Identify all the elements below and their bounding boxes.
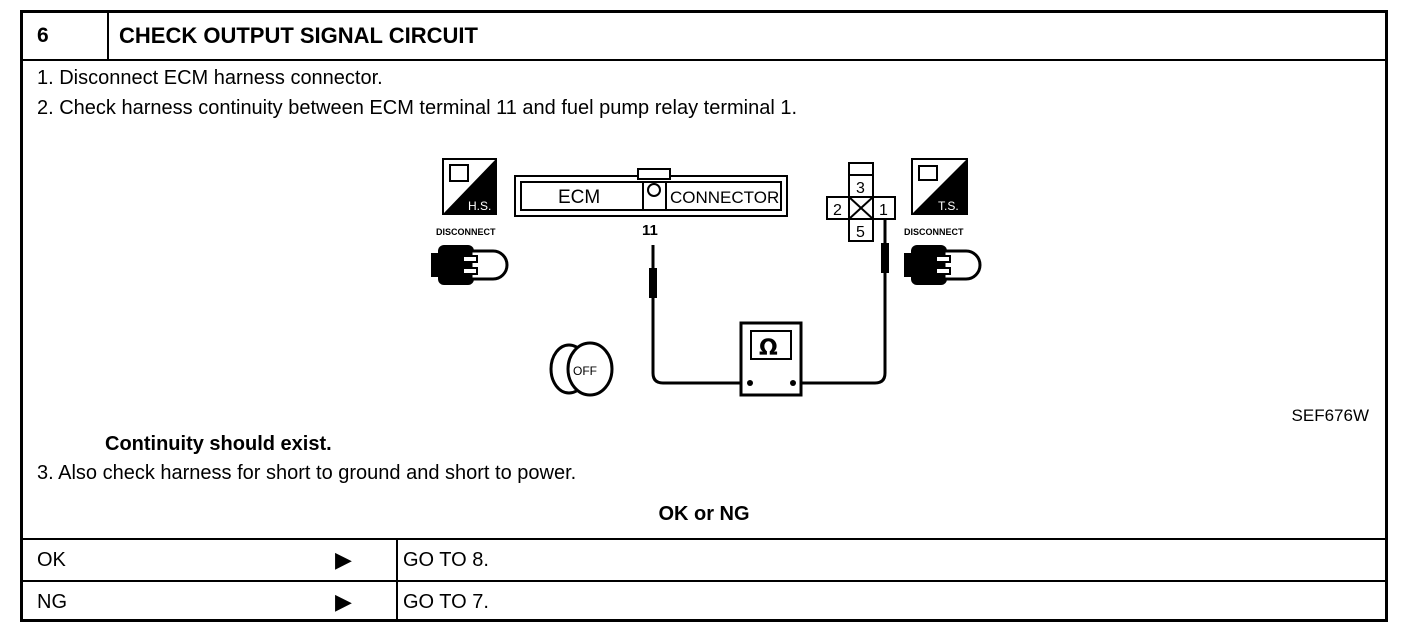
trouble-spot-icon: T.S. bbox=[911, 158, 968, 215]
outcome-action: GO TO 7. bbox=[403, 591, 489, 613]
ecm-terminal-11: 11 bbox=[642, 222, 658, 239]
outcome-row-ng: NG ▶ GO TO 7. bbox=[23, 580, 1385, 622]
ok-or-ng-heading: OK or NG bbox=[658, 503, 750, 525]
step-number: 6 bbox=[23, 13, 109, 59]
key-off-label: OFF bbox=[573, 364, 597, 378]
header-row: 6 CHECK OUTPUT SIGNAL CIRCUIT bbox=[23, 13, 1385, 61]
outcome-label: OK bbox=[37, 549, 66, 571]
right-disconnect-connector-icon bbox=[904, 245, 982, 285]
ohmmeter: Ω bbox=[739, 321, 803, 397]
ohm-symbol: Ω bbox=[759, 336, 778, 361]
arrow-right-icon: ▶ bbox=[335, 547, 352, 572]
outcome-row-ok: OK ▶ GO TO 8. bbox=[23, 538, 1385, 580]
ecm-label: ECM bbox=[558, 187, 600, 208]
hot-spot-icon: H.S. bbox=[442, 158, 497, 215]
divider bbox=[396, 582, 398, 622]
fuel-pump-relay-connector: 3 2 1 5 bbox=[826, 162, 896, 242]
ts-badge-text: T.S. bbox=[938, 199, 959, 213]
test-leads bbox=[649, 219, 889, 385]
figure-id: SEF676W bbox=[1291, 406, 1369, 425]
left-disconnect-connector-icon bbox=[431, 245, 509, 285]
step-title: CHECK OUTPUT SIGNAL CIRCUIT bbox=[119, 23, 478, 48]
arrow-right-icon: ▶ bbox=[335, 589, 352, 614]
hs-badge-text: H.S. bbox=[468, 199, 491, 213]
instruction-2: 2. Check harness continuity between ECM … bbox=[37, 97, 798, 119]
left-disconnect-label: DISCONNECT bbox=[436, 227, 496, 237]
outcome-label: NG bbox=[37, 591, 67, 613]
connector-label: CONNECTOR bbox=[670, 188, 779, 207]
relay-terminal-3: 3 bbox=[856, 180, 865, 197]
procedure-table: 6 CHECK OUTPUT SIGNAL CIRCUIT 1. Disconn… bbox=[20, 10, 1388, 622]
instruction-1: 1. Disconnect ECM harness connector. bbox=[37, 67, 383, 89]
relay-terminal-5: 5 bbox=[856, 224, 865, 241]
right-disconnect-label: DISCONNECT bbox=[904, 227, 964, 237]
continuity-diagram: H.S. DISCONNECT ECM CONNECTOR 11 bbox=[431, 158, 982, 397]
outcome-action: GO TO 8. bbox=[403, 549, 489, 571]
ecm-connector: ECM CONNECTOR bbox=[514, 168, 788, 217]
divider bbox=[396, 540, 398, 580]
relay-terminal-2: 2 bbox=[833, 202, 842, 219]
relay-terminal-1: 1 bbox=[879, 202, 888, 219]
continuity-result: Continuity should exist. bbox=[105, 433, 332, 455]
instruction-3: 3. Also check harness for short to groun… bbox=[37, 462, 577, 484]
ignition-key-off-icon: OFF bbox=[549, 341, 614, 397]
